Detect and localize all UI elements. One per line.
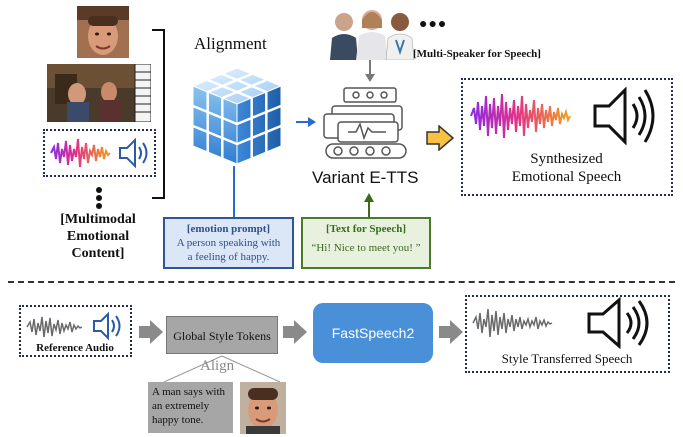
emotion-prompt-line2: a feeling of happy. bbox=[187, 251, 270, 263]
emotion-prompt-line1: A person speaking with bbox=[176, 237, 281, 249]
cube-to-robot-arrow bbox=[296, 117, 316, 127]
ref-to-gst-arrow bbox=[139, 320, 163, 344]
tts-machine-icon bbox=[323, 87, 407, 159]
multi-speaker-icon bbox=[330, 10, 415, 60]
speaker-face-image bbox=[77, 6, 129, 58]
colored-waveform-icon bbox=[50, 138, 111, 168]
speaker-to-robot-arrow bbox=[365, 60, 375, 82]
fastspeech2-box: FastSpeech2 bbox=[313, 303, 433, 363]
style-caption-box: A man says with an extremely happy tone. bbox=[148, 382, 233, 433]
multispeaker-label: [Multi-Speaker for Speech] bbox=[413, 48, 541, 60]
reference-audio-box: Reference Audio bbox=[19, 305, 132, 357]
style-transferred-label: Style Transferred Speech bbox=[501, 351, 633, 366]
global-style-tokens-box: Global Style Tokens bbox=[166, 316, 278, 354]
output-arrow bbox=[426, 125, 454, 151]
text-for-speech-box: [Text for Speech] “Hi! Nice to meet you!… bbox=[301, 217, 431, 269]
more-content-dots bbox=[96, 187, 102, 209]
align-lines bbox=[163, 355, 281, 383]
gst-to-fastspeech-arrow bbox=[283, 320, 307, 344]
synthesized-output-box: Synthesized Emotional Speech bbox=[461, 78, 673, 196]
bracket-shape bbox=[152, 29, 165, 199]
audio-input-box bbox=[43, 129, 156, 177]
caption-face-image bbox=[240, 382, 286, 434]
output-speaker-icon bbox=[593, 86, 655, 146]
text-speech-title: [Text for Speech] bbox=[325, 223, 407, 235]
reference-audio-label: Reference Audio bbox=[36, 342, 114, 354]
text-to-tts-arrow bbox=[364, 193, 374, 218]
speaker-more-dots: ●●● bbox=[419, 17, 448, 32]
multimodal-label: [Multimodal Emotional Content] bbox=[60, 212, 136, 261]
alignment-cube-icon bbox=[191, 67, 283, 165]
video-frame-image bbox=[47, 64, 151, 122]
cube-to-prompt-line bbox=[233, 166, 235, 220]
align-label: Align bbox=[200, 358, 235, 374]
reference-speaker-icon bbox=[93, 311, 121, 341]
emotion-prompt-box: [emotion prompt] A person speaking with … bbox=[163, 217, 294, 269]
transferred-waveform-icon bbox=[472, 308, 553, 338]
reference-waveform-icon bbox=[26, 316, 83, 338]
speaker-icon bbox=[119, 137, 148, 169]
synthesized-waveform-icon bbox=[470, 93, 571, 139]
tts-label: Variant E-TTS bbox=[312, 168, 419, 187]
section-divider bbox=[8, 281, 675, 283]
style-transferred-box: Style Transferred Speech bbox=[465, 295, 670, 373]
emotion-prompt-title: [emotion prompt] bbox=[186, 223, 271, 235]
alignment-label: Alignment bbox=[194, 34, 267, 53]
text-speech-body: “Hi! Nice to meet you! ” bbox=[311, 242, 421, 254]
fastspeech-to-output-arrow bbox=[439, 320, 463, 344]
synthesized-output-label: Synthesized Emotional Speech bbox=[511, 151, 622, 185]
transferred-speaker-icon bbox=[587, 297, 649, 349]
